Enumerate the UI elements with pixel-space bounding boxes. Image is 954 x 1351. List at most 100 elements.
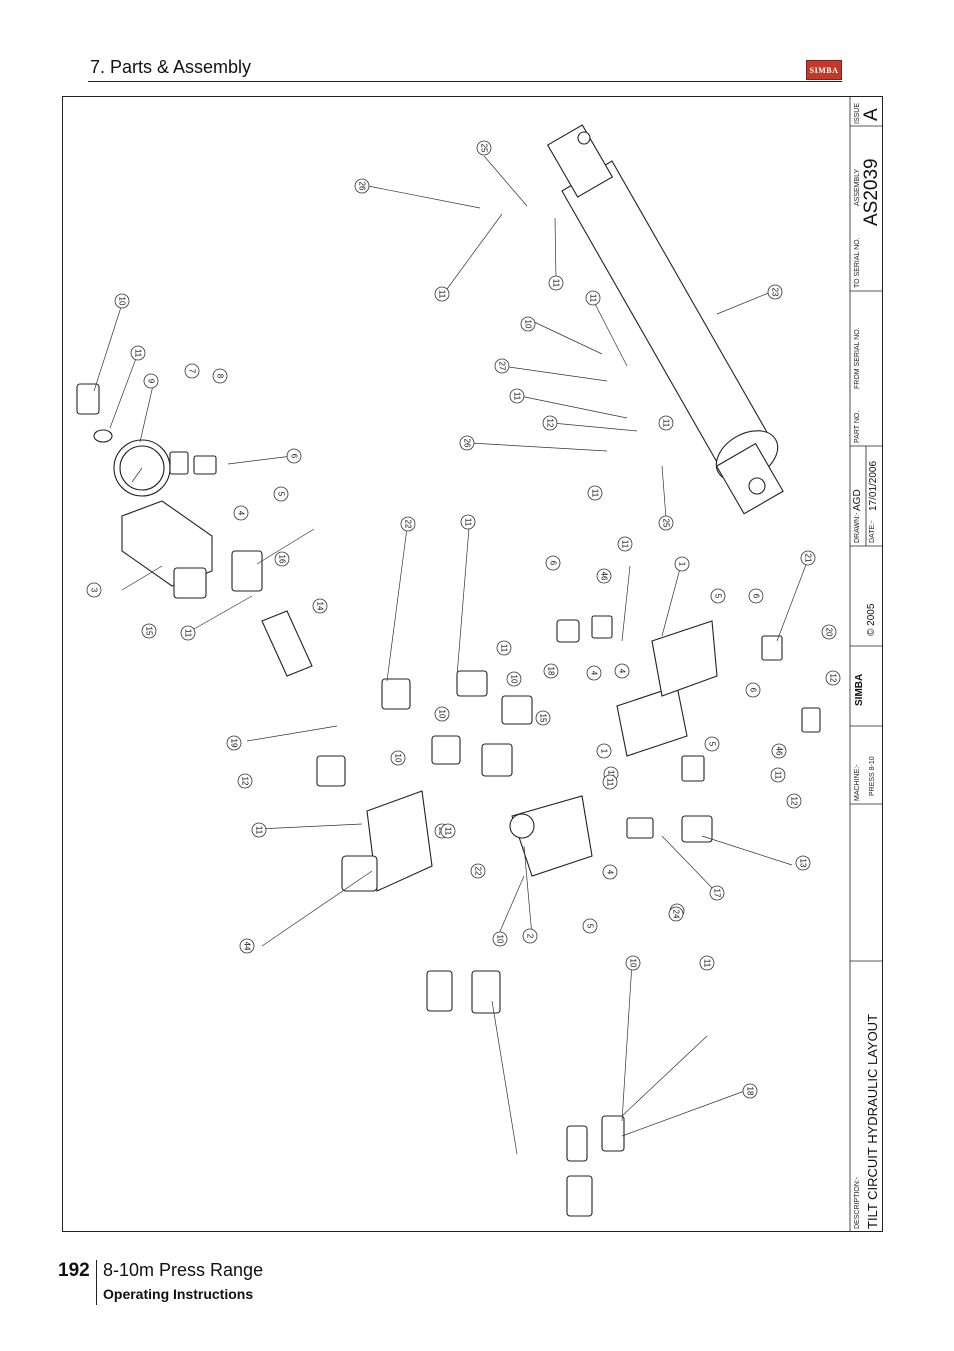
callout-circle [509, 388, 525, 404]
callout-label: 24 [672, 910, 681, 919]
fitting [431, 735, 461, 765]
callout-label: 18 [547, 667, 556, 676]
callout-circle [130, 345, 146, 361]
fitting [501, 695, 533, 725]
callout-label: 4 [618, 669, 627, 674]
leader-line [109, 352, 139, 429]
copyright: © 2005 [866, 603, 877, 636]
leader-line [121, 565, 163, 591]
callout-circle [786, 793, 802, 809]
leader-line [256, 528, 315, 565]
leader-line [661, 560, 683, 637]
document-subtitle: Operating Instructions [103, 1286, 254, 1302]
callout-label: 11 [607, 770, 616, 779]
drawing-frame [62, 96, 883, 1232]
leader-lines [93, 155, 808, 1155]
page-number: 192 [58, 1260, 90, 1281]
callout-circle [821, 624, 837, 640]
callout-circle [745, 682, 761, 698]
leader-line [776, 561, 808, 642]
callout-label: 11 [591, 489, 600, 498]
callout-circle [390, 750, 406, 766]
callout-circle [535, 710, 551, 726]
from-serial-label: FROM SERIAL NO. [854, 327, 861, 389]
footer-separator [96, 1260, 97, 1305]
fitting [801, 707, 821, 733]
fitting [76, 383, 100, 415]
callout-circle [625, 955, 641, 971]
callout-label: 1 [600, 749, 609, 754]
leader-line [483, 155, 528, 207]
callout-label: 3 [90, 588, 99, 593]
callout-circle [771, 743, 787, 759]
callout-label: 6 [752, 594, 761, 599]
leader-line [519, 395, 628, 419]
callout-circle [704, 736, 720, 752]
callout-circle [273, 486, 289, 502]
callout-circle [742, 1083, 758, 1099]
leader-line [523, 845, 533, 937]
callout-label: 11 [621, 540, 630, 549]
callout-circle [587, 485, 603, 501]
callout-label: 11 [662, 419, 671, 428]
assembly-label: ASSEMBLY [854, 168, 861, 206]
callout-label: 11 [444, 827, 453, 836]
callout-label: 1 [678, 562, 687, 567]
callout-circle [251, 822, 267, 838]
callout-circle [492, 931, 508, 947]
leader-line [531, 320, 603, 355]
range-title: 8-10m Press Range [103, 1260, 264, 1280]
valve-port [509, 813, 535, 839]
valve-blocks [316, 615, 821, 1217]
valve-block [651, 620, 718, 697]
callout-circle [825, 670, 841, 686]
callout-circle [585, 290, 601, 306]
hose-filter [261, 610, 313, 677]
callout-label: 10 [118, 297, 127, 306]
date-value: 17/01/2006 [868, 461, 879, 511]
to-serial-label: TO SERIAL NO. [854, 237, 861, 288]
callout-circle [674, 556, 690, 572]
callout-label: 10 [394, 754, 403, 763]
fitting [456, 670, 488, 697]
callout-circle [470, 863, 486, 879]
callout-circle [141, 623, 157, 639]
callout-label: 16 [278, 555, 287, 564]
fitting [193, 455, 217, 475]
issue-value: A [861, 108, 882, 121]
header-rule [88, 81, 842, 82]
elbow-fitting [341, 855, 378, 892]
callout-circle [668, 906, 684, 922]
callout-label: 20 [825, 628, 834, 637]
callout-circle [312, 598, 328, 614]
callout-label: 8 [216, 374, 225, 379]
gauge-assembly [76, 383, 313, 677]
issue-label: ISSUE [854, 103, 861, 124]
callout-label: 4 [606, 870, 615, 875]
fitting [556, 619, 580, 643]
callout-label: 18 [746, 1087, 755, 1096]
callout-label: 12 [241, 777, 250, 786]
callout-circle [239, 938, 255, 954]
callout-circle [767, 284, 783, 300]
callout-label: 25 [480, 144, 489, 153]
part-no-label: PART NO. [854, 411, 861, 443]
leader-line [257, 823, 363, 830]
callout-label: 10 [629, 959, 638, 968]
date-label: DATE:- [869, 520, 876, 543]
callout-circle [476, 140, 492, 156]
fitting [681, 755, 705, 782]
callout-circle [699, 955, 715, 971]
rod-eye-hole [577, 131, 591, 145]
callout-label: 12 [829, 674, 838, 683]
machine-label: MACHINE:- [854, 764, 861, 801]
callout-label: 27 [498, 362, 507, 371]
callout-label: 15 [145, 627, 154, 636]
callout-circle [545, 555, 561, 571]
callout-label: 4 [237, 511, 246, 516]
section-title: 7. Parts & Assembly [90, 57, 252, 77]
callout-label: 11 [500, 644, 509, 653]
callout-label: 19 [230, 739, 239, 748]
callout-label: 21 [804, 554, 813, 563]
callout-label: 44 [243, 942, 252, 951]
